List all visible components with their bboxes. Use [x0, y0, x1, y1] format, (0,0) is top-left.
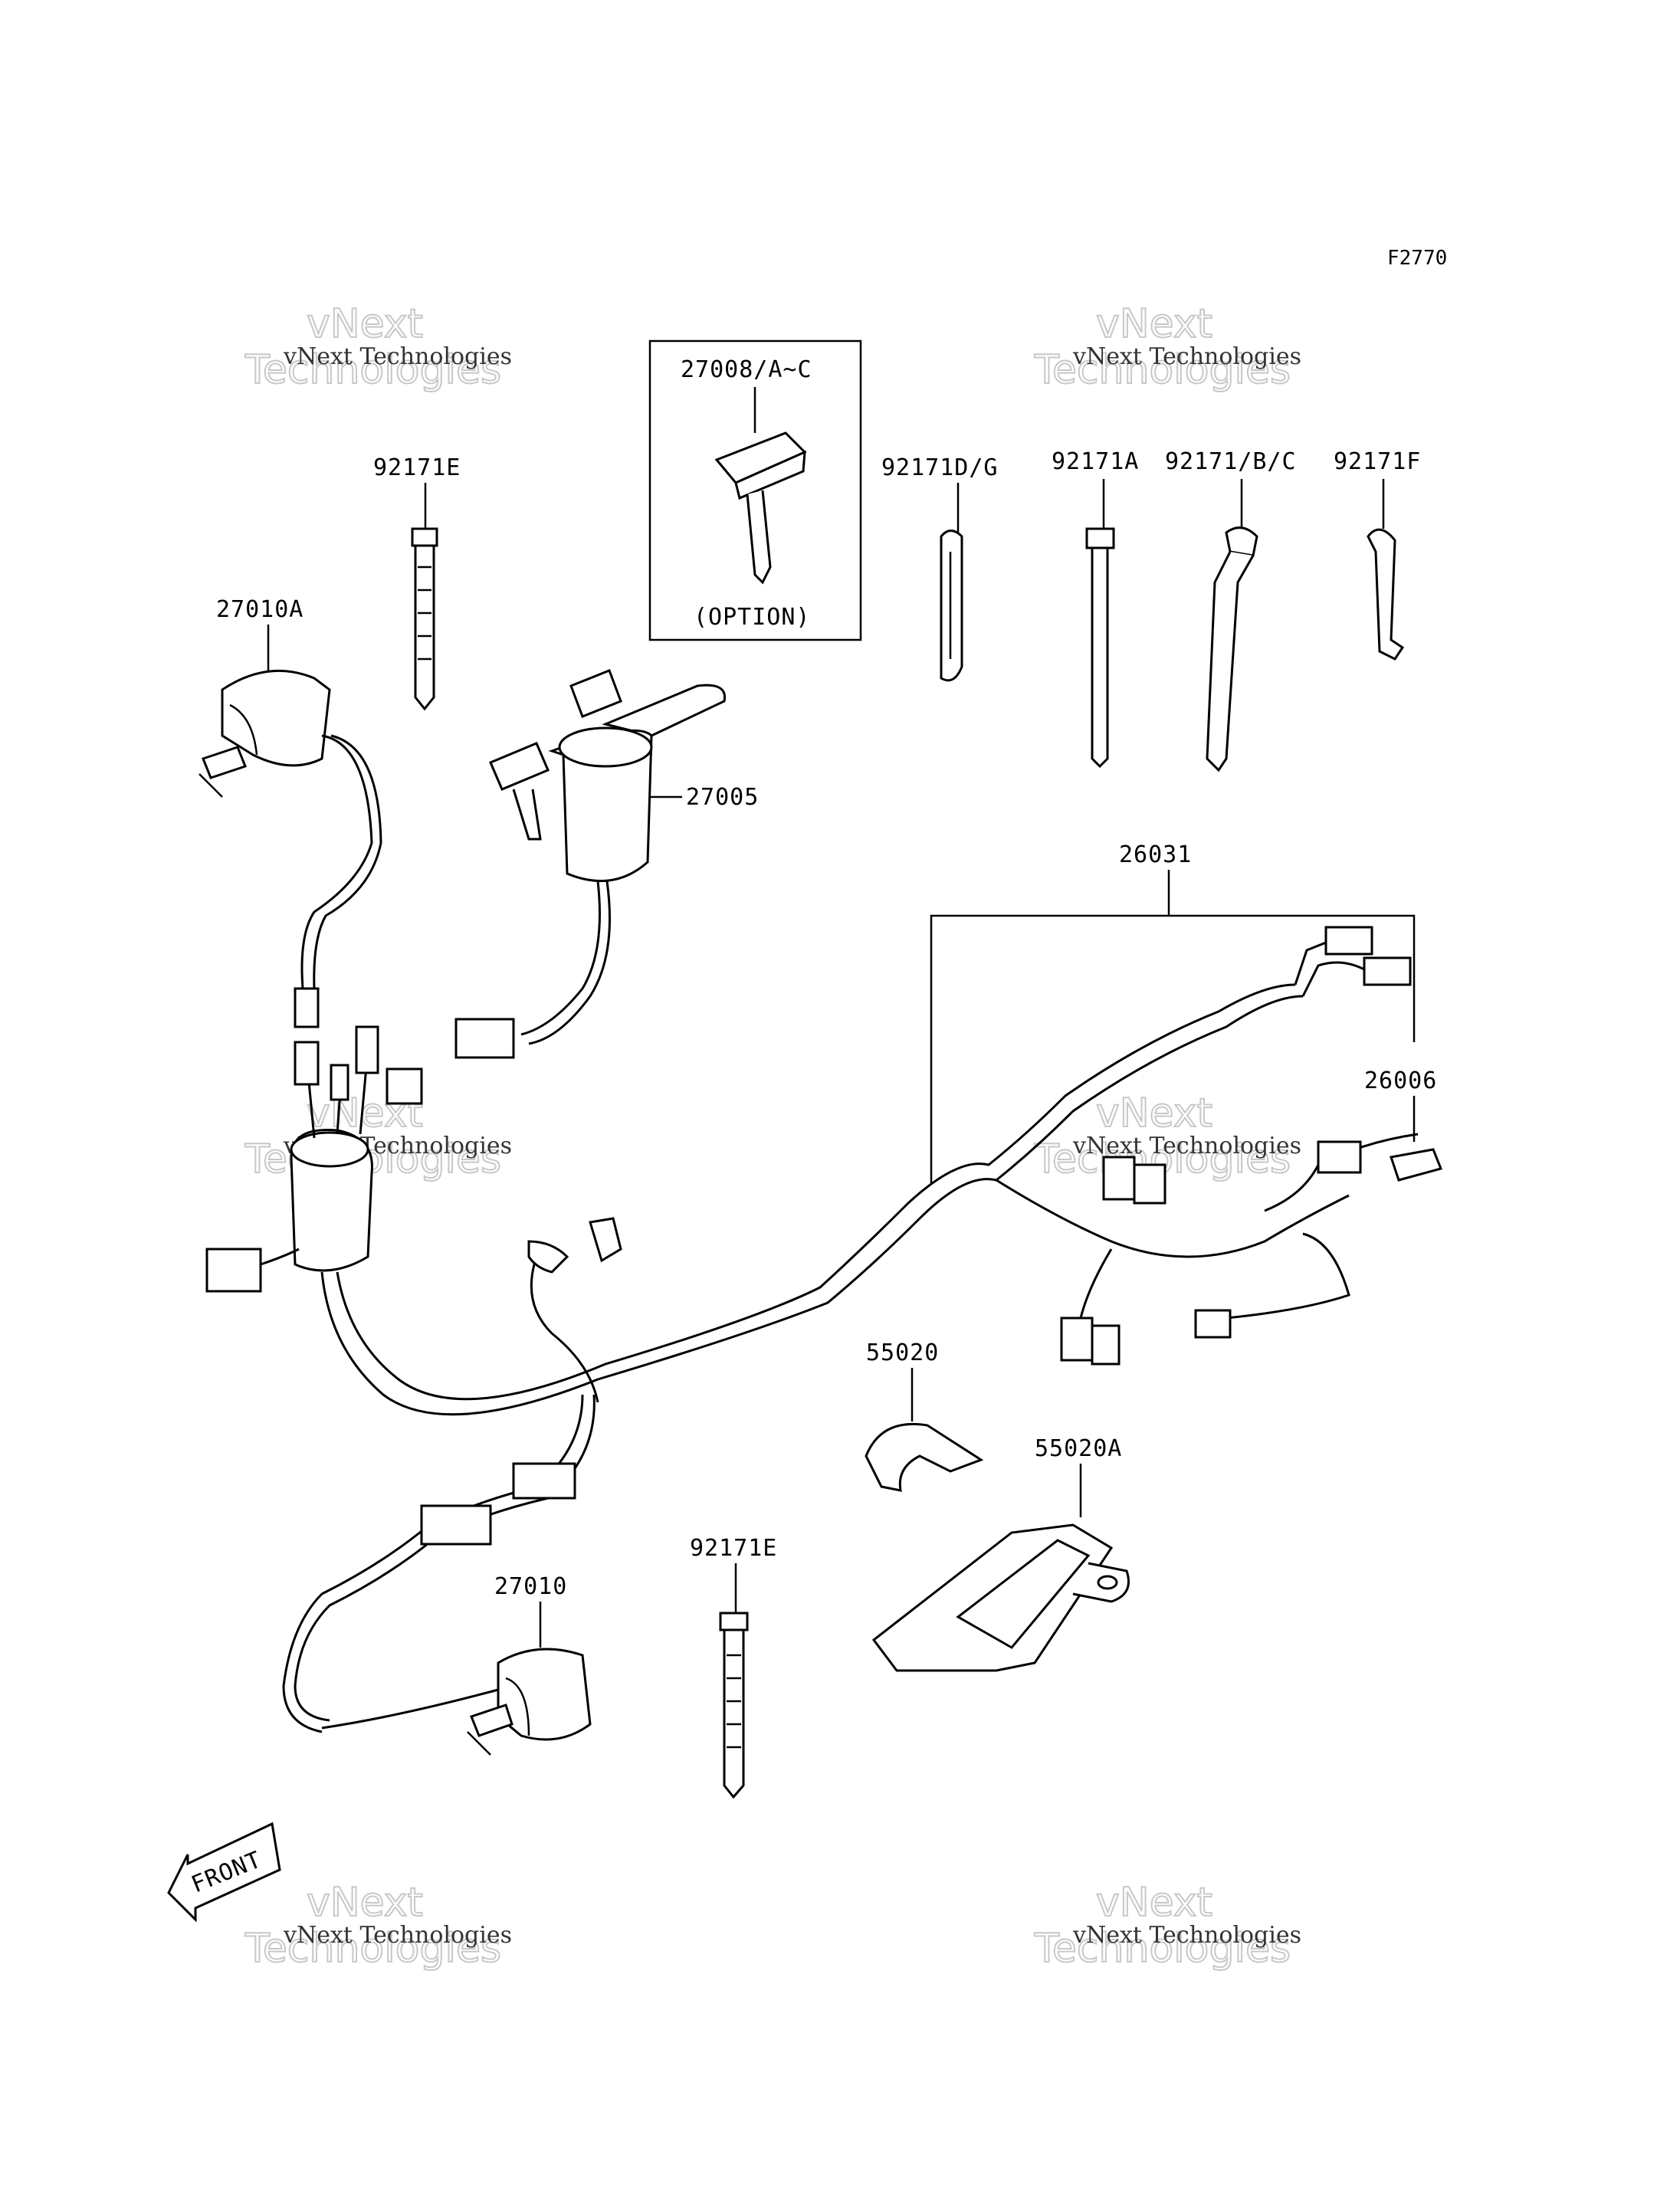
harness-26031-bracket: 26031: [930, 841, 1416, 1184]
label-26006: 26006: [1364, 1067, 1437, 1094]
fuse-26006: 26006: [1364, 1067, 1443, 1182]
watermark-bottom-left: vNext Technologies vNext Technologies: [244, 1879, 512, 1972]
cable-tie-92171E-bottom: 92171E: [690, 1535, 777, 1799]
svg-text:vNext: vNext: [1096, 301, 1212, 347]
svg-text:vNext Technologies: vNext Technologies: [1072, 343, 1301, 370]
label-92171BC: 92171/B/C: [1165, 448, 1297, 475]
main-harness: [282, 926, 1419, 1733]
label-92171F: 92171F: [1334, 448, 1421, 475]
clamp-92171DG: 92171D/G: [881, 454, 999, 682]
svg-text:vNext Technologies: vNext Technologies: [1072, 1133, 1301, 1159]
option-key-box: 27008/A~C (OPTION): [648, 339, 862, 641]
ignition-switch-27005: 27005: [454, 669, 759, 1059]
svg-text:vNext Technologies: vNext Technologies: [283, 1922, 512, 1949]
figure-code: F2770: [1387, 247, 1447, 270]
svg-text:vNext: vNext: [1096, 1090, 1212, 1136]
label-27005: 27005: [686, 784, 759, 811]
switch-27010A: 27010A: [199, 596, 382, 1028]
watermark-bottom-right: vNext Technologies vNext Technologies: [1033, 1879, 1301, 1972]
watermark-mid-right: vNext Technologies vNext Technologies: [1033, 1090, 1301, 1183]
bracket-55020A: 55020A: [871, 1435, 1130, 1672]
svg-text:Technologies: Technologies: [1034, 347, 1291, 393]
svg-text:vNext: vNext: [307, 1880, 423, 1926]
clamp-92171F: 92171F: [1334, 448, 1421, 661]
cable-tie-92171E-top: 92171E: [373, 454, 461, 711]
svg-text:Technologies: Technologies: [244, 347, 501, 393]
label-55020A: 55020A: [1035, 1435, 1122, 1462]
label-27008: 27008/A~C: [681, 356, 812, 383]
svg-text:vNext Technologies: vNext Technologies: [1072, 1922, 1301, 1949]
svg-text:Technologies: Technologies: [1034, 1926, 1291, 1972]
svg-text:vNext Technologies: vNext Technologies: [283, 343, 512, 370]
label-26031: 26031: [1119, 841, 1192, 868]
key-icon: [714, 431, 807, 585]
svg-text:vNext: vNext: [1096, 1880, 1212, 1926]
watermark-top-left: vNext Technologies vNext Technologies: [244, 300, 512, 394]
option-label: (OPTION): [694, 604, 811, 631]
svg-text:Technologies: Technologies: [244, 1926, 501, 1972]
watermark-mid-left: vNext Technologies vNext Technologies: [244, 1090, 512, 1183]
label-92171E-bottom: 92171E: [690, 1535, 777, 1562]
clip-55020: 55020: [865, 1340, 984, 1492]
label-92171E-top: 92171E: [373, 454, 461, 481]
ignition-subharness: [205, 1025, 423, 1293]
switch-27010: 27010: [321, 1573, 592, 1756]
label-27010: 27010: [494, 1573, 567, 1600]
label-92171DG: 92171D/G: [881, 454, 999, 481]
label-55020: 55020: [866, 1340, 939, 1366]
watermark-top-right: vNext Technologies vNext Technologies: [1033, 300, 1301, 394]
label-27010A: 27010A: [216, 596, 304, 623]
svg-text:Technologies: Technologies: [244, 1136, 501, 1182]
front-arrow-icon: FRONT: [167, 1822, 281, 1923]
svg-text:vNext: vNext: [307, 301, 423, 347]
cable-tie-92171BC: 92171/B/C: [1165, 448, 1297, 772]
cable-tie-92171A: 92171A: [1052, 448, 1139, 769]
label-92171A: 92171A: [1052, 448, 1139, 475]
